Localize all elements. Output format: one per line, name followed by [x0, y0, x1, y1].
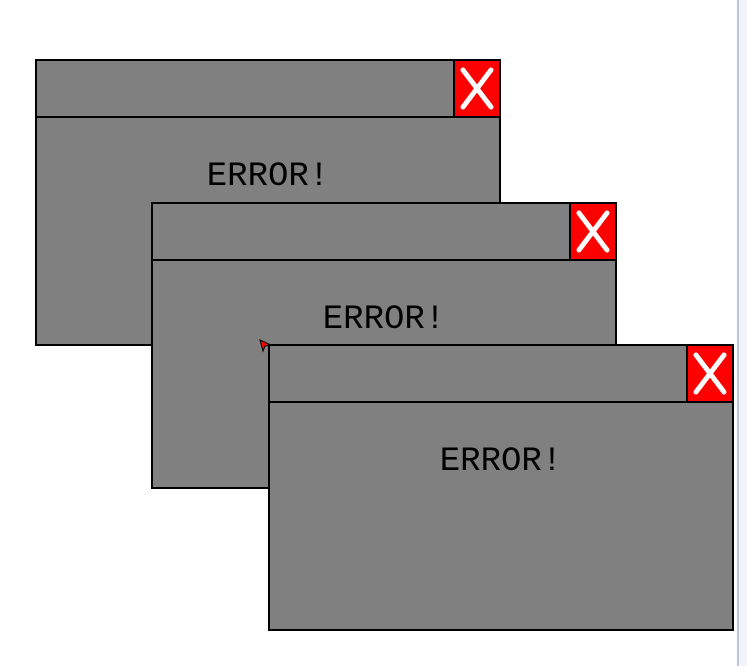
title-bar: [270, 344, 734, 403]
close-button[interactable]: [453, 59, 501, 118]
close-button[interactable]: [569, 202, 617, 261]
close-x-icon: [460, 67, 494, 110]
close-x-icon: [693, 352, 727, 395]
error-message: ERROR!: [322, 301, 446, 339]
close-x-icon: [576, 210, 610, 253]
title-bar: [37, 59, 501, 118]
mouse-cursor-icon: [259, 339, 273, 353]
close-button[interactable]: [686, 344, 734, 403]
error-window-3: ERROR!: [268, 344, 734, 631]
title-bar: [153, 202, 617, 261]
scrollbar-edge: [737, 0, 747, 666]
error-message: ERROR!: [439, 443, 563, 481]
error-message: ERROR!: [206, 158, 330, 196]
